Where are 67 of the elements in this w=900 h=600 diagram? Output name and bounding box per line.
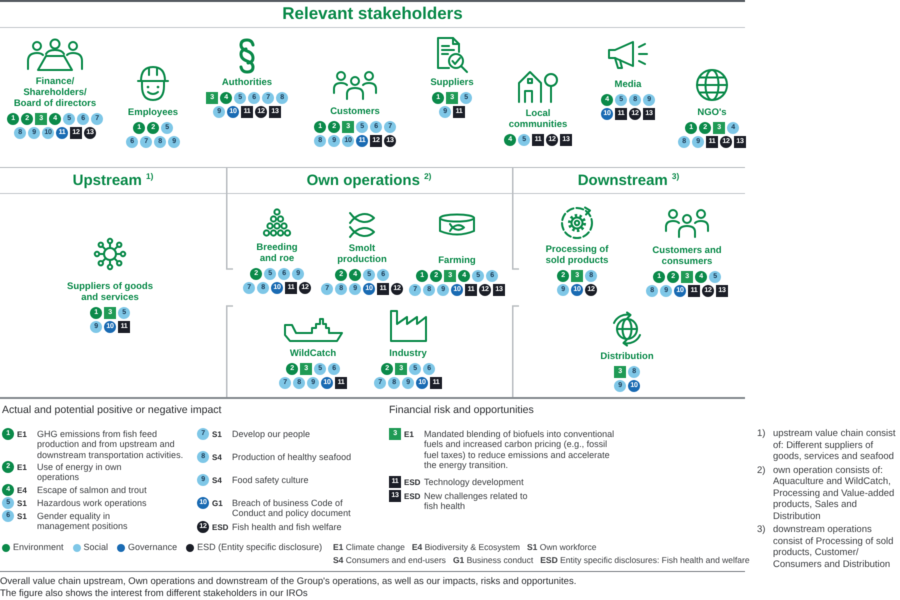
topic-code: ESD xyxy=(404,477,420,488)
footnote-marker: 2) xyxy=(757,464,766,476)
stage-label: Farming xyxy=(438,255,476,266)
topic-legend-entry: G1 Business conduct xyxy=(452,555,534,566)
footnote-marker: 3) xyxy=(757,524,766,536)
legend-description: Food safety culture xyxy=(232,474,309,485)
footnote-text: downstream operations consist of Processing of sold products, Customer/ Consumers and Distribution xyxy=(773,524,894,570)
topic-legend-entry: E1 Climate change xyxy=(333,542,405,553)
legend-description: New challenges related to fish health xyxy=(424,490,529,512)
stage-label: Industry xyxy=(389,348,427,359)
legend-label: Governance xyxy=(128,542,178,553)
stakeholder-label: Finance/ Shareholders/ Board of directors xyxy=(12,76,98,109)
legend-description: Hazardous work operations xyxy=(37,498,147,508)
stage-label: WildCatch xyxy=(290,348,336,359)
topic-code: E1 xyxy=(17,462,27,473)
stage-label: Processing of sold products xyxy=(544,244,610,266)
topic-code: S1 xyxy=(17,511,27,522)
column-heading: Downstream $^{3)}$ xyxy=(578,172,680,190)
stakeholder-label: Suppliers xyxy=(430,77,474,88)
value-chain-column xyxy=(226,167,512,399)
section-heading: Relevant stakeholders xyxy=(282,4,463,24)
footnote-marker: 1) xyxy=(757,428,766,440)
topic-code: S4 xyxy=(212,475,222,486)
legend-description: Develop our people xyxy=(232,428,310,439)
legend-label: Social xyxy=(84,542,108,553)
legend-description: GHG emissions from fish feed production and from upstream and downstream transportation activities. xyxy=(37,428,184,460)
topic-code: E4 xyxy=(17,485,27,496)
legend-description: Mandated blending of biofuels into conventional fuels and increased carbon pricing (e.g., fossil fuel taxes) to reduce emissions and accelerate the energy transition. xyxy=(424,428,616,470)
topic-legend-entry: ESD Entity specific disclosures: Fish health and welfare xyxy=(540,555,750,566)
figure-caption: Overall value chain upstream, Own operations and downstream of the Group's operations, as well as our impacts, risks and opportunites. The figure also shows the interest from different stakeholders in our IROs xyxy=(0,576,578,600)
legend-description: Technology development xyxy=(424,476,524,487)
legend-description: Escape of salmon and trout xyxy=(37,484,147,495)
stakeholder-label: NGO's xyxy=(697,107,727,118)
stakeholder-label: Customers xyxy=(330,106,380,117)
stage-label: Breeding and roe xyxy=(255,242,299,264)
stakeholder-label: Authorities xyxy=(222,77,272,88)
legend-description: Fish health and fish welfare xyxy=(232,522,342,532)
stakeholder-label: Media xyxy=(614,79,642,90)
stage-label: Smolt production xyxy=(336,243,388,265)
stakeholder-label: Local communities xyxy=(508,108,568,130)
legend-description: Gender equality in management positions xyxy=(37,510,129,532)
topic-code: ESD xyxy=(404,491,420,502)
stakeholder-label: Employees xyxy=(128,107,178,118)
topic-code: ESD xyxy=(212,522,228,533)
topic-legend-entry: E4 Biodiversity & Ecosystem xyxy=(412,542,520,553)
legend-heading: Financial risk and opportunities xyxy=(389,404,534,417)
stage-label: Distribution xyxy=(600,351,654,362)
column-heading: Own operations $^{2)}$ xyxy=(306,172,432,190)
legend-label: ESD (Entity specific disclosure) xyxy=(197,542,322,553)
topic-code: S4 xyxy=(212,452,222,463)
column-heading: Upstream $^{1)}$ xyxy=(72,172,154,190)
topic-code: E1 xyxy=(404,429,414,440)
value-chain-column xyxy=(0,167,226,399)
topic-legend-entry: S4 Consumers and end-users xyxy=(333,555,446,566)
legend-description: Production of healthy seafood xyxy=(232,452,352,462)
value-chain-column xyxy=(512,167,745,399)
topic-legend-entry: S1 Own workforce xyxy=(527,542,596,553)
topic-code: G1 xyxy=(212,498,223,509)
topic-code: S1 xyxy=(17,498,27,509)
topic-code: S1 xyxy=(212,429,222,440)
legend-label: Environment xyxy=(13,542,64,553)
topic-code: E1 xyxy=(17,429,27,440)
stage-label: Suppliers of goods and services xyxy=(66,281,154,303)
stage-label: Customers and consumers xyxy=(651,245,723,267)
legend-description: Use of energy in own operations xyxy=(37,462,123,482)
legend-description: Breach of business Code of Conduct and policy document xyxy=(232,498,352,518)
legend-heading: Actual and potential positive or negative impact xyxy=(2,404,222,417)
